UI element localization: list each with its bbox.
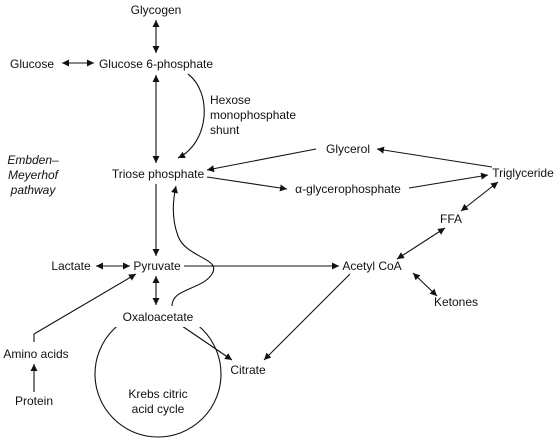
node-glucose-6-phosphate: Glucose 6-phosphate [99, 57, 213, 71]
arrow-alpha-gp-triglyceride [408, 172, 489, 189]
arrow-hexose-shunt [177, 73, 205, 159]
node-amino-acids: Amino acids [3, 347, 68, 361]
arrow-triose-alpha-gp [206, 176, 288, 192]
arrow-acetylcoa-citrate [263, 273, 351, 361]
node-triose-phosphate: Triose phosphate [112, 167, 205, 181]
node-oxaloacetate-overlay: Oxaloacetate [123, 310, 194, 324]
label-embden: Embden– [7, 153, 59, 167]
arrow-oxaloacetate-citrate [181, 325, 233, 361]
node-glycerol: Glycerol [326, 142, 370, 156]
node-glucose: Glucose [10, 57, 54, 71]
label-monophosphate: monophosphate [210, 108, 296, 122]
arrow-triglyceride-ffa [460, 181, 499, 212]
node-pyruvate: Pyruvate [133, 259, 181, 273]
node-ffa: FFA [440, 212, 462, 226]
node-protein: Protein [15, 394, 53, 408]
arrow-glycerol-triose [206, 148, 317, 173]
arrow-aminoacids-pyruvate-diag [33, 273, 137, 335]
label-krebs: Krebs citric [128, 387, 187, 401]
label-shunt: shunt [210, 123, 240, 137]
krebs-circle-gap-mask [113, 307, 203, 327]
label-pathway: pathway [10, 183, 57, 197]
arrow-triglyceride-glycerol [376, 146, 493, 168]
label-acid-cycle: acid cycle [132, 402, 185, 416]
node-triglyceride: Triglyceride [492, 166, 554, 180]
label-hexose: Hexose [210, 93, 251, 107]
arrow-acetylcoa-ketones [412, 272, 438, 297]
krebs-cycle-circle [94, 310, 222, 438]
label-meyerhof: Meyerhof [8, 168, 60, 182]
node-citrate: Citrate [230, 363, 266, 377]
arrow-oxaloacetate-triose [171, 185, 215, 307]
node-acetyl-coa: Acetyl CoA [342, 259, 401, 273]
arrow-ffa-acetylcoa [396, 227, 446, 260]
node-alpha-glycerophosphate: α-glycerophosphate [295, 182, 401, 196]
node-glycogen: Glycogen [131, 3, 182, 17]
node-lactate: Lactate [51, 259, 91, 273]
node-ketones: Ketones [434, 295, 478, 309]
